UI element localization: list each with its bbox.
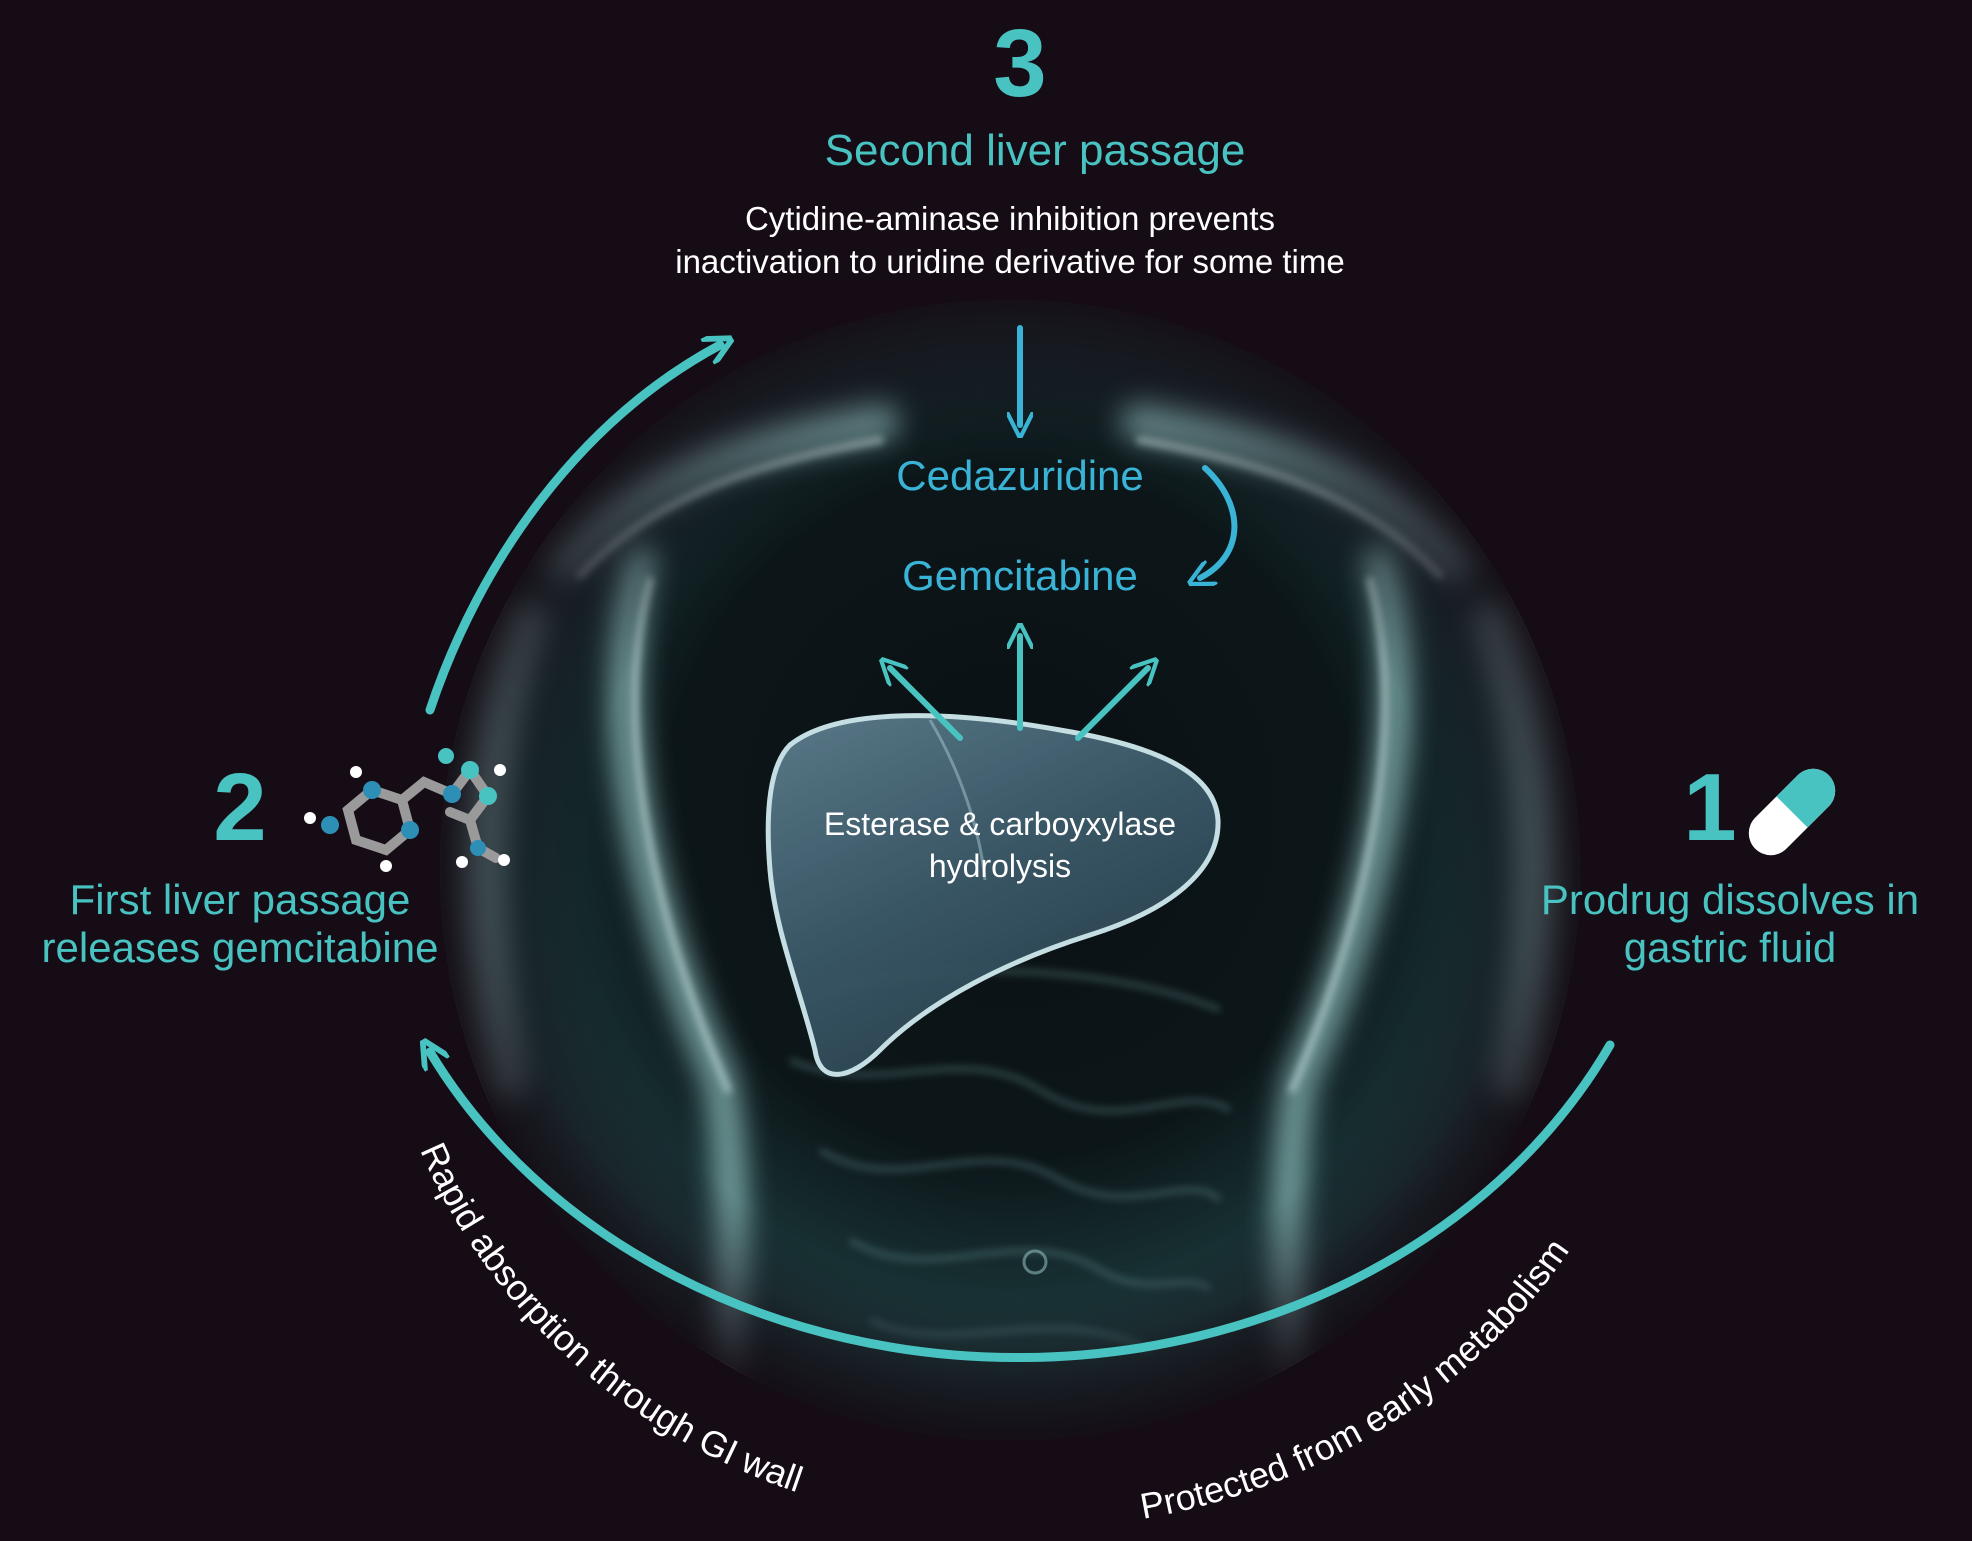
step-3-title: Second liver passage bbox=[720, 126, 1350, 177]
liver-label-line-1: Esterase & carboyxylase bbox=[780, 804, 1220, 846]
gemcitabine-label: Gemcitabine bbox=[820, 552, 1220, 600]
step-1-title-line-2: gastric fluid bbox=[1500, 924, 1960, 972]
step-2-number: 2 bbox=[190, 760, 290, 856]
step-2-title-line-1: First liver passage bbox=[10, 876, 470, 924]
step-1-title-line-1: Prodrug dissolves in bbox=[1500, 876, 1960, 924]
step-3-description-line-2: inactivation to uridine derivative for s… bbox=[560, 241, 1460, 284]
step-2-title: First liver passage releases gemcitabine bbox=[10, 876, 470, 973]
step-2-title-line-2: releases gemcitabine bbox=[10, 924, 470, 972]
liver-label-line-2: hydrolysis bbox=[780, 846, 1220, 888]
liver-label: Esterase & carboyxylase hydrolysis bbox=[780, 804, 1220, 887]
step-3-number: 3 bbox=[960, 16, 1080, 112]
step-3-description: Cytidine-aminase inhibition prevents ina… bbox=[560, 198, 1460, 284]
step-1-number: 1 bbox=[1660, 760, 1760, 856]
step-3-description-line-1: Cytidine-aminase inhibition prevents bbox=[560, 198, 1460, 241]
cedazuridine-label: Cedazuridine bbox=[820, 452, 1220, 500]
step-1-title: Prodrug dissolves in gastric fluid bbox=[1500, 876, 1960, 973]
